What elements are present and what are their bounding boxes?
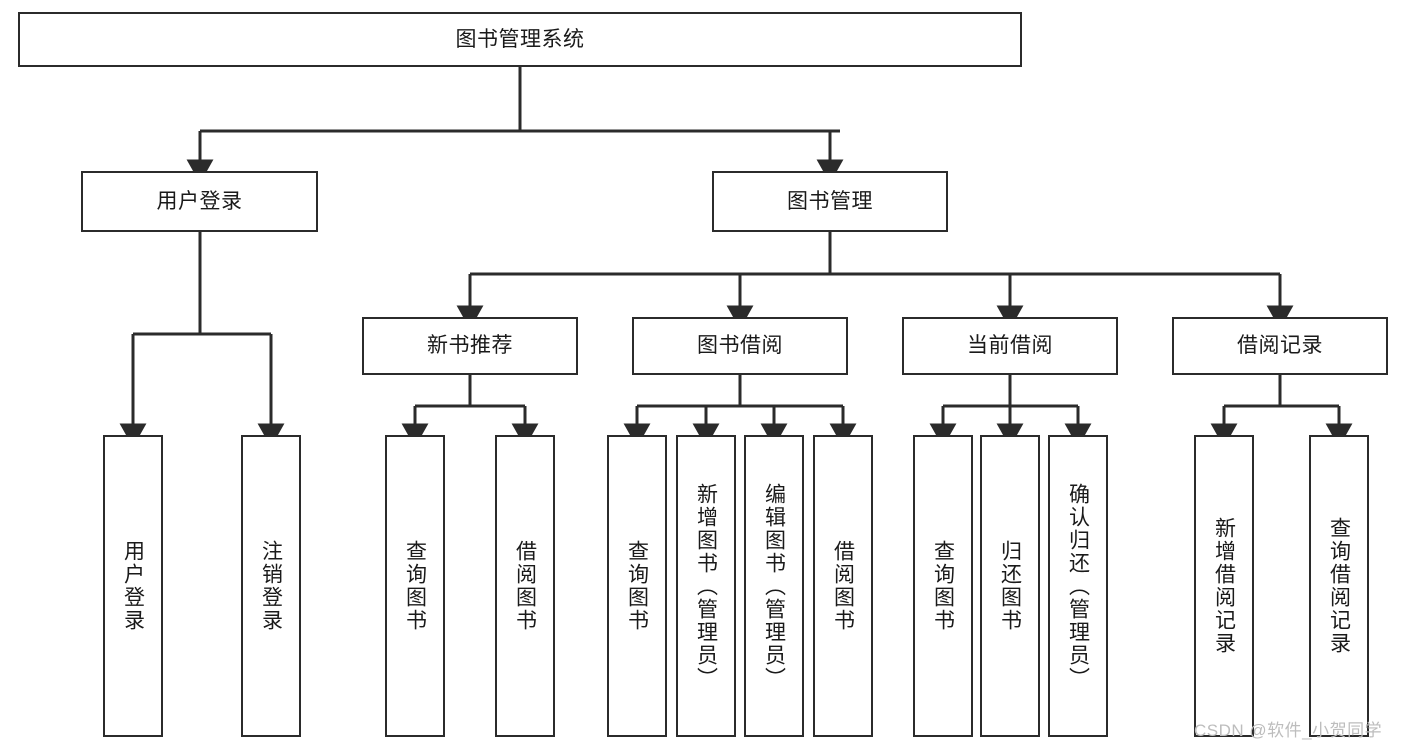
node-label: 用户登录 bbox=[156, 189, 243, 213]
leaf-current-borrow-query[interactable]: 查询图书 bbox=[913, 435, 973, 737]
node-label: 查询图书 bbox=[625, 540, 649, 632]
leaf-book-borrow-query[interactable]: 查询图书 bbox=[607, 435, 667, 737]
node-label: 图书管理 bbox=[787, 189, 873, 213]
node-book-management-system[interactable]: 图书管理系统 bbox=[18, 12, 1022, 67]
leaf-book-borrow-edit[interactable]: 编辑图书（管理员） bbox=[744, 435, 804, 737]
leaf-current-borrow-return[interactable]: 归还图书 bbox=[980, 435, 1040, 737]
node-new-book-recommendation[interactable]: 新书推荐 bbox=[362, 317, 578, 375]
node-book-management[interactable]: 图书管理 bbox=[712, 171, 948, 232]
node-user-login[interactable]: 用户登录 bbox=[81, 171, 318, 232]
node-label: 图书借阅 bbox=[697, 334, 783, 358]
node-label: 注销登录 bbox=[259, 540, 283, 632]
node-label: 确认归还（管理员） bbox=[1066, 482, 1090, 690]
leaf-new-book-query[interactable]: 查询图书 bbox=[385, 435, 445, 737]
leaf-current-borrow-confirm-return[interactable]: 确认归还（管理员） bbox=[1048, 435, 1108, 737]
node-label: 查询图书 bbox=[403, 540, 427, 632]
node-book-borrowing[interactable]: 图书借阅 bbox=[632, 317, 848, 375]
node-label: 查询图书 bbox=[931, 540, 955, 632]
node-label: 新增借阅记录 bbox=[1212, 517, 1236, 655]
node-label: 图书管理系统 bbox=[455, 27, 585, 51]
node-label: 归还图书 bbox=[998, 540, 1022, 632]
node-borrowing-record[interactable]: 借阅记录 bbox=[1172, 317, 1388, 375]
leaf-user-login-signin[interactable]: 用户登录 bbox=[103, 435, 163, 737]
node-label: 借阅图书 bbox=[513, 540, 537, 632]
leaf-book-borrow-add[interactable]: 新增图书（管理员） bbox=[676, 435, 736, 737]
node-label: 借阅图书 bbox=[831, 540, 855, 632]
node-label: 借阅记录 bbox=[1237, 334, 1323, 358]
node-label: 当前借阅 bbox=[967, 334, 1053, 358]
node-label: 编辑图书（管理员） bbox=[762, 482, 786, 690]
node-label: 新增图书（管理员） bbox=[694, 482, 718, 690]
leaf-book-borrow-borrow[interactable]: 借阅图书 bbox=[813, 435, 873, 737]
node-label: 查询借阅记录 bbox=[1327, 517, 1351, 655]
node-label: 用户登录 bbox=[121, 540, 145, 632]
leaf-borrow-record-query[interactable]: 查询借阅记录 bbox=[1309, 435, 1369, 737]
node-label: 新书推荐 bbox=[427, 334, 513, 358]
leaf-new-book-borrow[interactable]: 借阅图书 bbox=[495, 435, 555, 737]
leaf-user-login-signout[interactable]: 注销登录 bbox=[241, 435, 301, 737]
node-current-borrowing[interactable]: 当前借阅 bbox=[902, 317, 1118, 375]
leaf-borrow-record-add[interactable]: 新增借阅记录 bbox=[1194, 435, 1254, 737]
